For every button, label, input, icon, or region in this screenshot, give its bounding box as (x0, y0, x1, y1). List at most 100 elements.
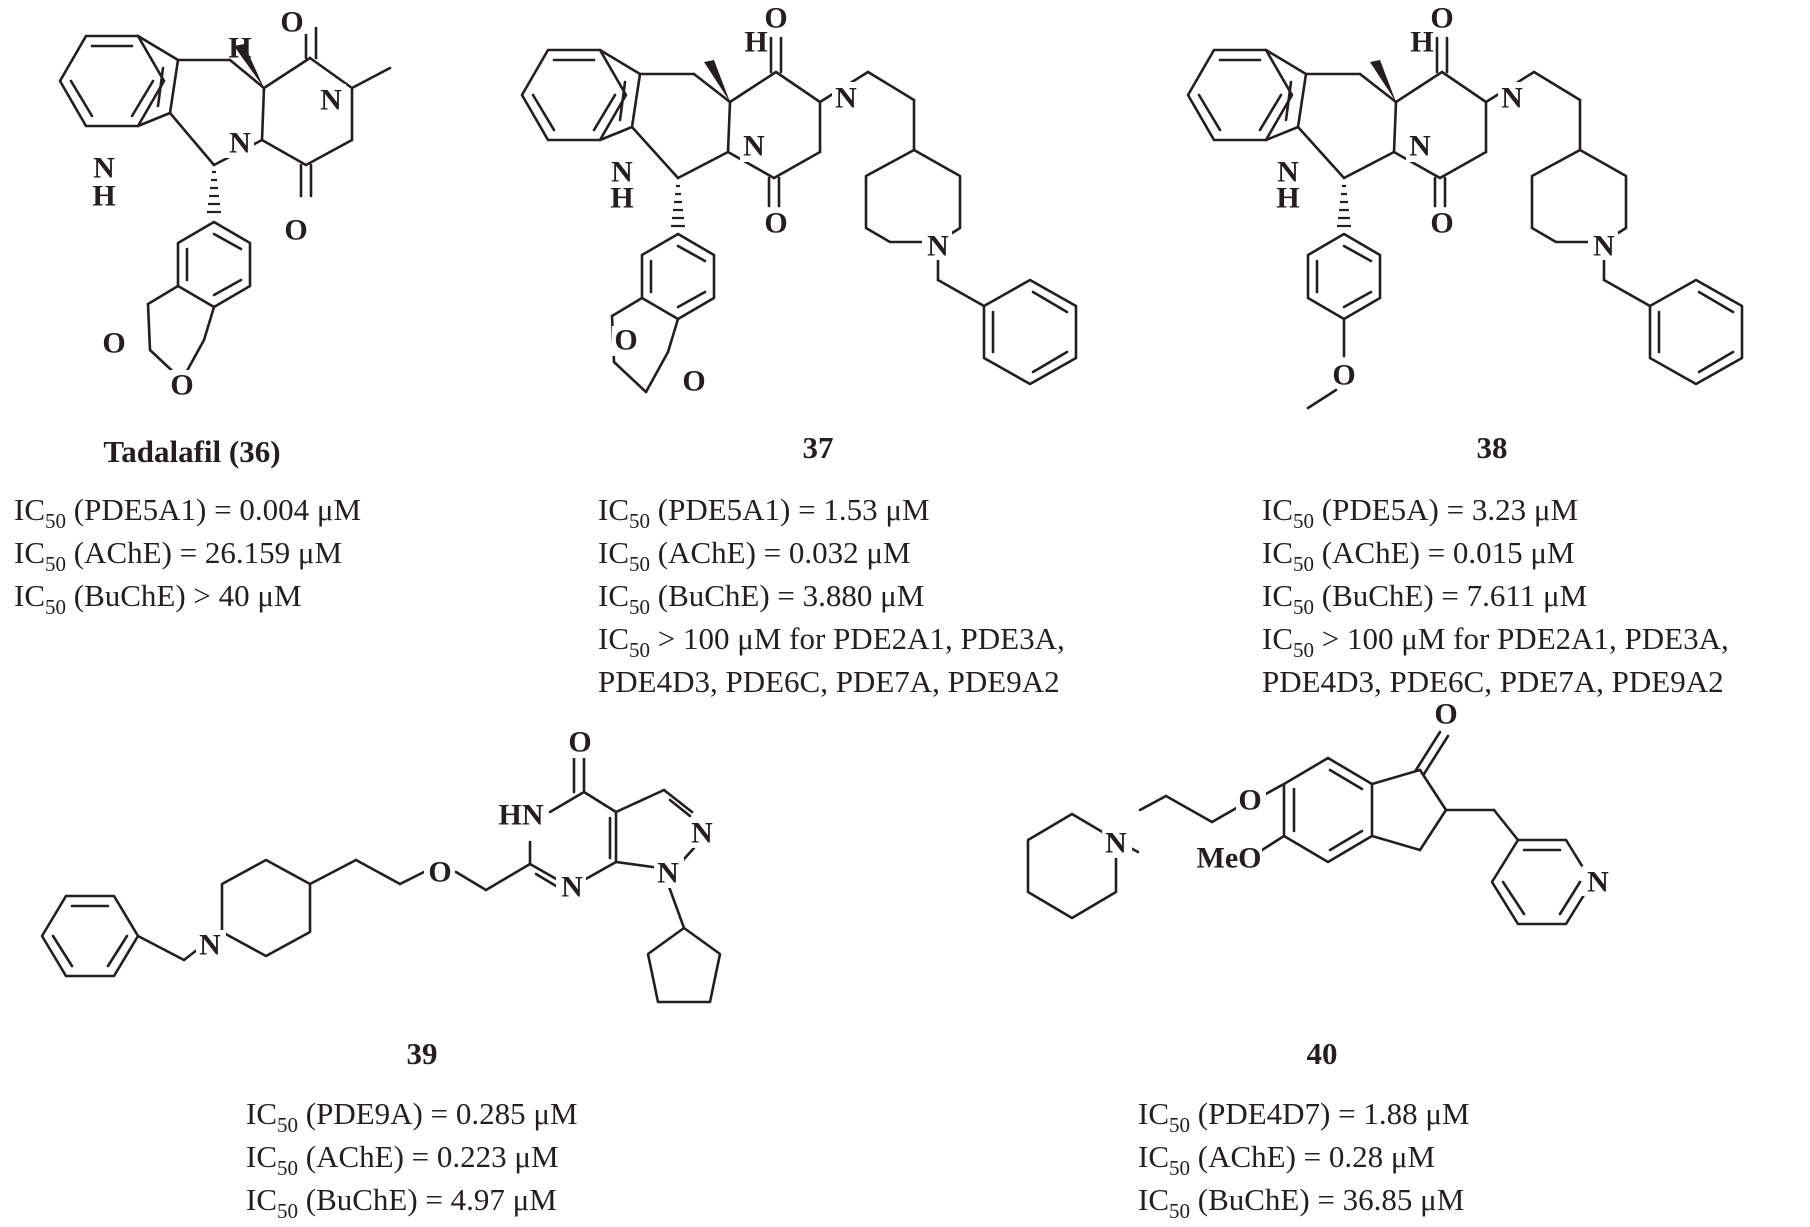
property-subscript: 50 (45, 595, 66, 619)
property-prefix: IC (598, 578, 629, 613)
structure-tadalafil: O N N O H N H O O (58, 4, 392, 402)
atom-n: N (927, 230, 949, 263)
property-value: (AChE) = 0.032 μM (650, 535, 911, 570)
property-value: (AChE) = 26.159 μM (66, 535, 342, 570)
atom-h: H (744, 26, 767, 59)
property-value: (BuChE) = 4.97 μM (298, 1182, 557, 1217)
property-subscript: 50 (1293, 552, 1314, 576)
property-line: IC50 (PDE5A1) = 0.004 μM (14, 492, 361, 533)
atom-o: O (764, 2, 787, 35)
property-line: IC50 (BuChE) > 40 μM (14, 578, 302, 619)
property-subscript: 50 (45, 552, 66, 576)
property-subscript: 50 (277, 1199, 298, 1223)
compound-name-37: 37 (803, 430, 834, 465)
property-line: PDE4D3, PDE6C, PDE7A, PDE9A2 (598, 664, 1060, 699)
property-subscript: 50 (1169, 1113, 1190, 1137)
property-line: IC50 (AChE) = 0.032 μM (598, 535, 911, 576)
atom-n: N (1593, 230, 1615, 263)
atom-hn: HN (499, 799, 544, 832)
structure-39: N O N HN O N N (40, 726, 722, 1004)
atom-o: O (1434, 698, 1457, 731)
property-prefix: IC (1262, 621, 1293, 656)
property-prefix: IC (246, 1182, 277, 1217)
property-prefix: IC (598, 621, 629, 656)
property-value: (BuChE) = 7.611 μM (1314, 578, 1587, 613)
atom-h: H (1410, 26, 1433, 59)
atom-n: N (691, 817, 713, 850)
property-line: PDE4D3, PDE6C, PDE7A, PDE9A2 (1262, 664, 1724, 699)
atom-n: N (320, 84, 342, 117)
property-value: > 100 μM for PDE2A1, PDE3A, (1314, 621, 1729, 656)
property-value: (PDE9A) = 0.285 μM (298, 1096, 578, 1131)
atom-o: O (568, 726, 591, 759)
property-prefix: IC (598, 492, 629, 527)
structure-37: O N N O H N H N O O (520, 2, 1078, 398)
property-line: IC50 (BuChE) = 3.880 μM (598, 578, 924, 619)
property-value: (PDE5A1) = 1.53 μM (650, 492, 930, 527)
property-subscript: 50 (277, 1156, 298, 1180)
atom-h: H (610, 182, 633, 215)
property-value: (BuChE) = 36.85 μM (1190, 1182, 1464, 1217)
property-line: IC50 (AChE) = 26.159 μM (14, 535, 342, 576)
property-prefix: IC (246, 1139, 277, 1174)
property-line: IC50 (AChE) = 0.015 μM (1262, 535, 1575, 576)
property-value: (AChE) = 0.223 μM (298, 1139, 559, 1174)
atom-h: H (228, 32, 251, 65)
property-value: (BuChE) = 3.880 μM (650, 578, 924, 613)
compound-name-40: 40 (1307, 1036, 1338, 1071)
property-subscript: 50 (1293, 595, 1314, 619)
property-value: (BuChE) > 40 μM (66, 578, 302, 613)
property-line: IC50 (AChE) = 0.223 μM (246, 1139, 559, 1180)
atom-o: O (280, 6, 303, 39)
property-prefix: IC (246, 1096, 277, 1131)
property-line: IC50 > 100 μM for PDE2A1, PDE3A, (598, 621, 1065, 662)
property-line: IC50 (PDE9A) = 0.285 μM (246, 1096, 578, 1137)
property-subscript: 50 (45, 509, 66, 533)
property-subscript: 50 (1293, 638, 1314, 662)
property-subscript: 50 (1169, 1199, 1190, 1223)
property-prefix: IC (1138, 1182, 1169, 1217)
atom-n: N (561, 871, 583, 904)
atom-o: O (682, 365, 705, 398)
property-line: IC50 (BuChE) = 4.97 μM (246, 1182, 557, 1223)
property-line: IC50 > 100 μM for PDE2A1, PDE3A, (1262, 621, 1729, 662)
atom-o: O (614, 324, 637, 357)
property-subscript: 50 (629, 552, 650, 576)
property-subscript: 50 (629, 509, 650, 533)
property-value: (PDE5A) = 3.23 μM (1314, 492, 1578, 527)
atom-meo: MeO (1197, 842, 1262, 875)
property-line: IC50 (PDE5A) = 3.23 μM (1262, 492, 1578, 533)
property-subscript: 50 (1169, 1156, 1190, 1180)
property-value: PDE4D3, PDE6C, PDE7A, PDE9A2 (598, 664, 1060, 699)
atom-o: O (284, 214, 307, 247)
atom-o: O (764, 207, 787, 240)
atom-o: O (1332, 359, 1355, 392)
property-prefix: IC (14, 535, 45, 570)
property-line: IC50 (AChE) = 0.28 μM (1138, 1139, 1435, 1180)
atom-n: N (1587, 866, 1609, 899)
atom-n: N (199, 929, 221, 962)
property-prefix: IC (1138, 1096, 1169, 1131)
atom-n: N (835, 82, 857, 115)
atom-o: O (102, 327, 125, 360)
atom-h: H (1276, 182, 1299, 215)
property-value: PDE4D3, PDE6C, PDE7A, PDE9A2 (1262, 664, 1724, 699)
atom-n: N (743, 130, 765, 163)
property-value: (AChE) = 0.015 μM (1314, 535, 1575, 570)
property-subscript: 50 (277, 1113, 298, 1137)
property-value: (AChE) = 0.28 μM (1190, 1139, 1435, 1174)
property-line: IC50 (BuChE) = 7.611 μM (1262, 578, 1587, 619)
property-subscript: 50 (629, 638, 650, 662)
atom-o: O (1430, 207, 1453, 240)
property-prefix: IC (1262, 492, 1293, 527)
structure-40: N O O MeO N (1026, 698, 1612, 926)
compound-name-36: Tadalafil (36) (103, 434, 280, 469)
atom-n: N (93, 152, 115, 185)
property-value: > 100 μM for PDE2A1, PDE3A, (650, 621, 1065, 656)
